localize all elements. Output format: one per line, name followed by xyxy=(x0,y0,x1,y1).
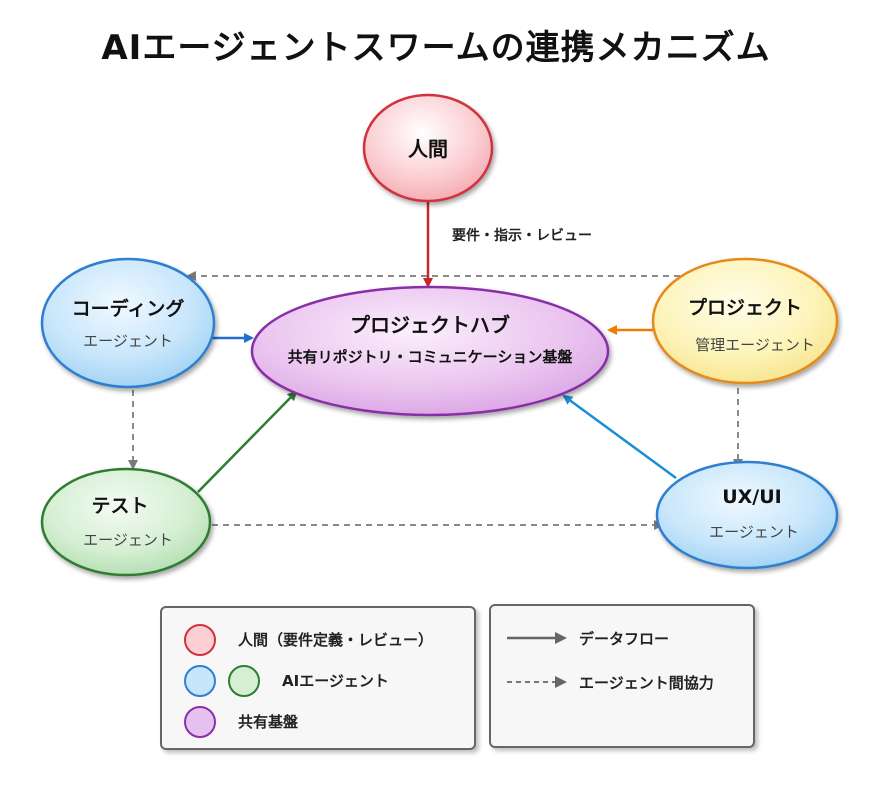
node-human: 人間 xyxy=(362,93,494,203)
node-project-subtitle: 管理エージェント xyxy=(695,336,815,354)
node-coding: コーディング エージェント xyxy=(40,257,216,389)
node-coding-title: コーディング xyxy=(72,297,185,320)
legend-human-label: 人間（要件定義・レビュー） xyxy=(238,631,434,649)
legend-dashed-arrow-icon xyxy=(507,676,567,688)
node-human-label: 人間 xyxy=(408,137,448,161)
legend-ai-green-swatch xyxy=(228,665,260,697)
node-hub-subtitle: 共有リポジトリ・コミュニケーション基盤 xyxy=(288,348,574,366)
diagram-title: AIエージェントスワームの連携メカニズム xyxy=(101,28,771,68)
edge-label-human-to-hub: 要件・指示・レビュー xyxy=(452,227,592,244)
node-test-title: テスト xyxy=(91,495,148,517)
legend-collab-label: エージェント間協力 xyxy=(579,674,714,692)
node-test: テスト エージェント xyxy=(40,467,212,577)
node-uxui-subtitle: エージェント xyxy=(709,523,799,541)
legend-solid-arrow-icon xyxy=(507,632,567,644)
edge-test-to-hub xyxy=(197,390,298,493)
node-project-title: プロジェクト xyxy=(688,296,802,319)
node-project: プロジェクト 管理エージェント xyxy=(651,257,839,385)
legend-ai-blue-swatch xyxy=(184,665,216,697)
legend-ai-label: AIエージェント xyxy=(282,672,389,690)
legend-shared-label: 共有基盤 xyxy=(238,713,299,731)
legend-nodes: 人間（要件定義・レビュー） AIエージェント 共有基盤 xyxy=(160,606,476,750)
node-uxui: UX/UI エージェント xyxy=(655,460,839,570)
node-uxui-title: UX/UI xyxy=(722,486,782,508)
legend-human-swatch xyxy=(184,624,216,656)
legend-edges: データフロー エージェント間協力 xyxy=(489,604,755,748)
node-hub-title: プロジェクトハブ xyxy=(350,313,510,337)
node-hub: プロジェクトハブ 共有リポジトリ・コミュニケーション基盤 xyxy=(250,285,610,417)
legend-data-flow-label: データフロー xyxy=(579,630,670,648)
node-coding-subtitle: エージェント xyxy=(83,332,173,350)
legend-shared-swatch xyxy=(184,706,216,738)
edge-uxui-to-hub xyxy=(562,394,677,480)
node-test-subtitle: エージェント xyxy=(83,531,173,549)
